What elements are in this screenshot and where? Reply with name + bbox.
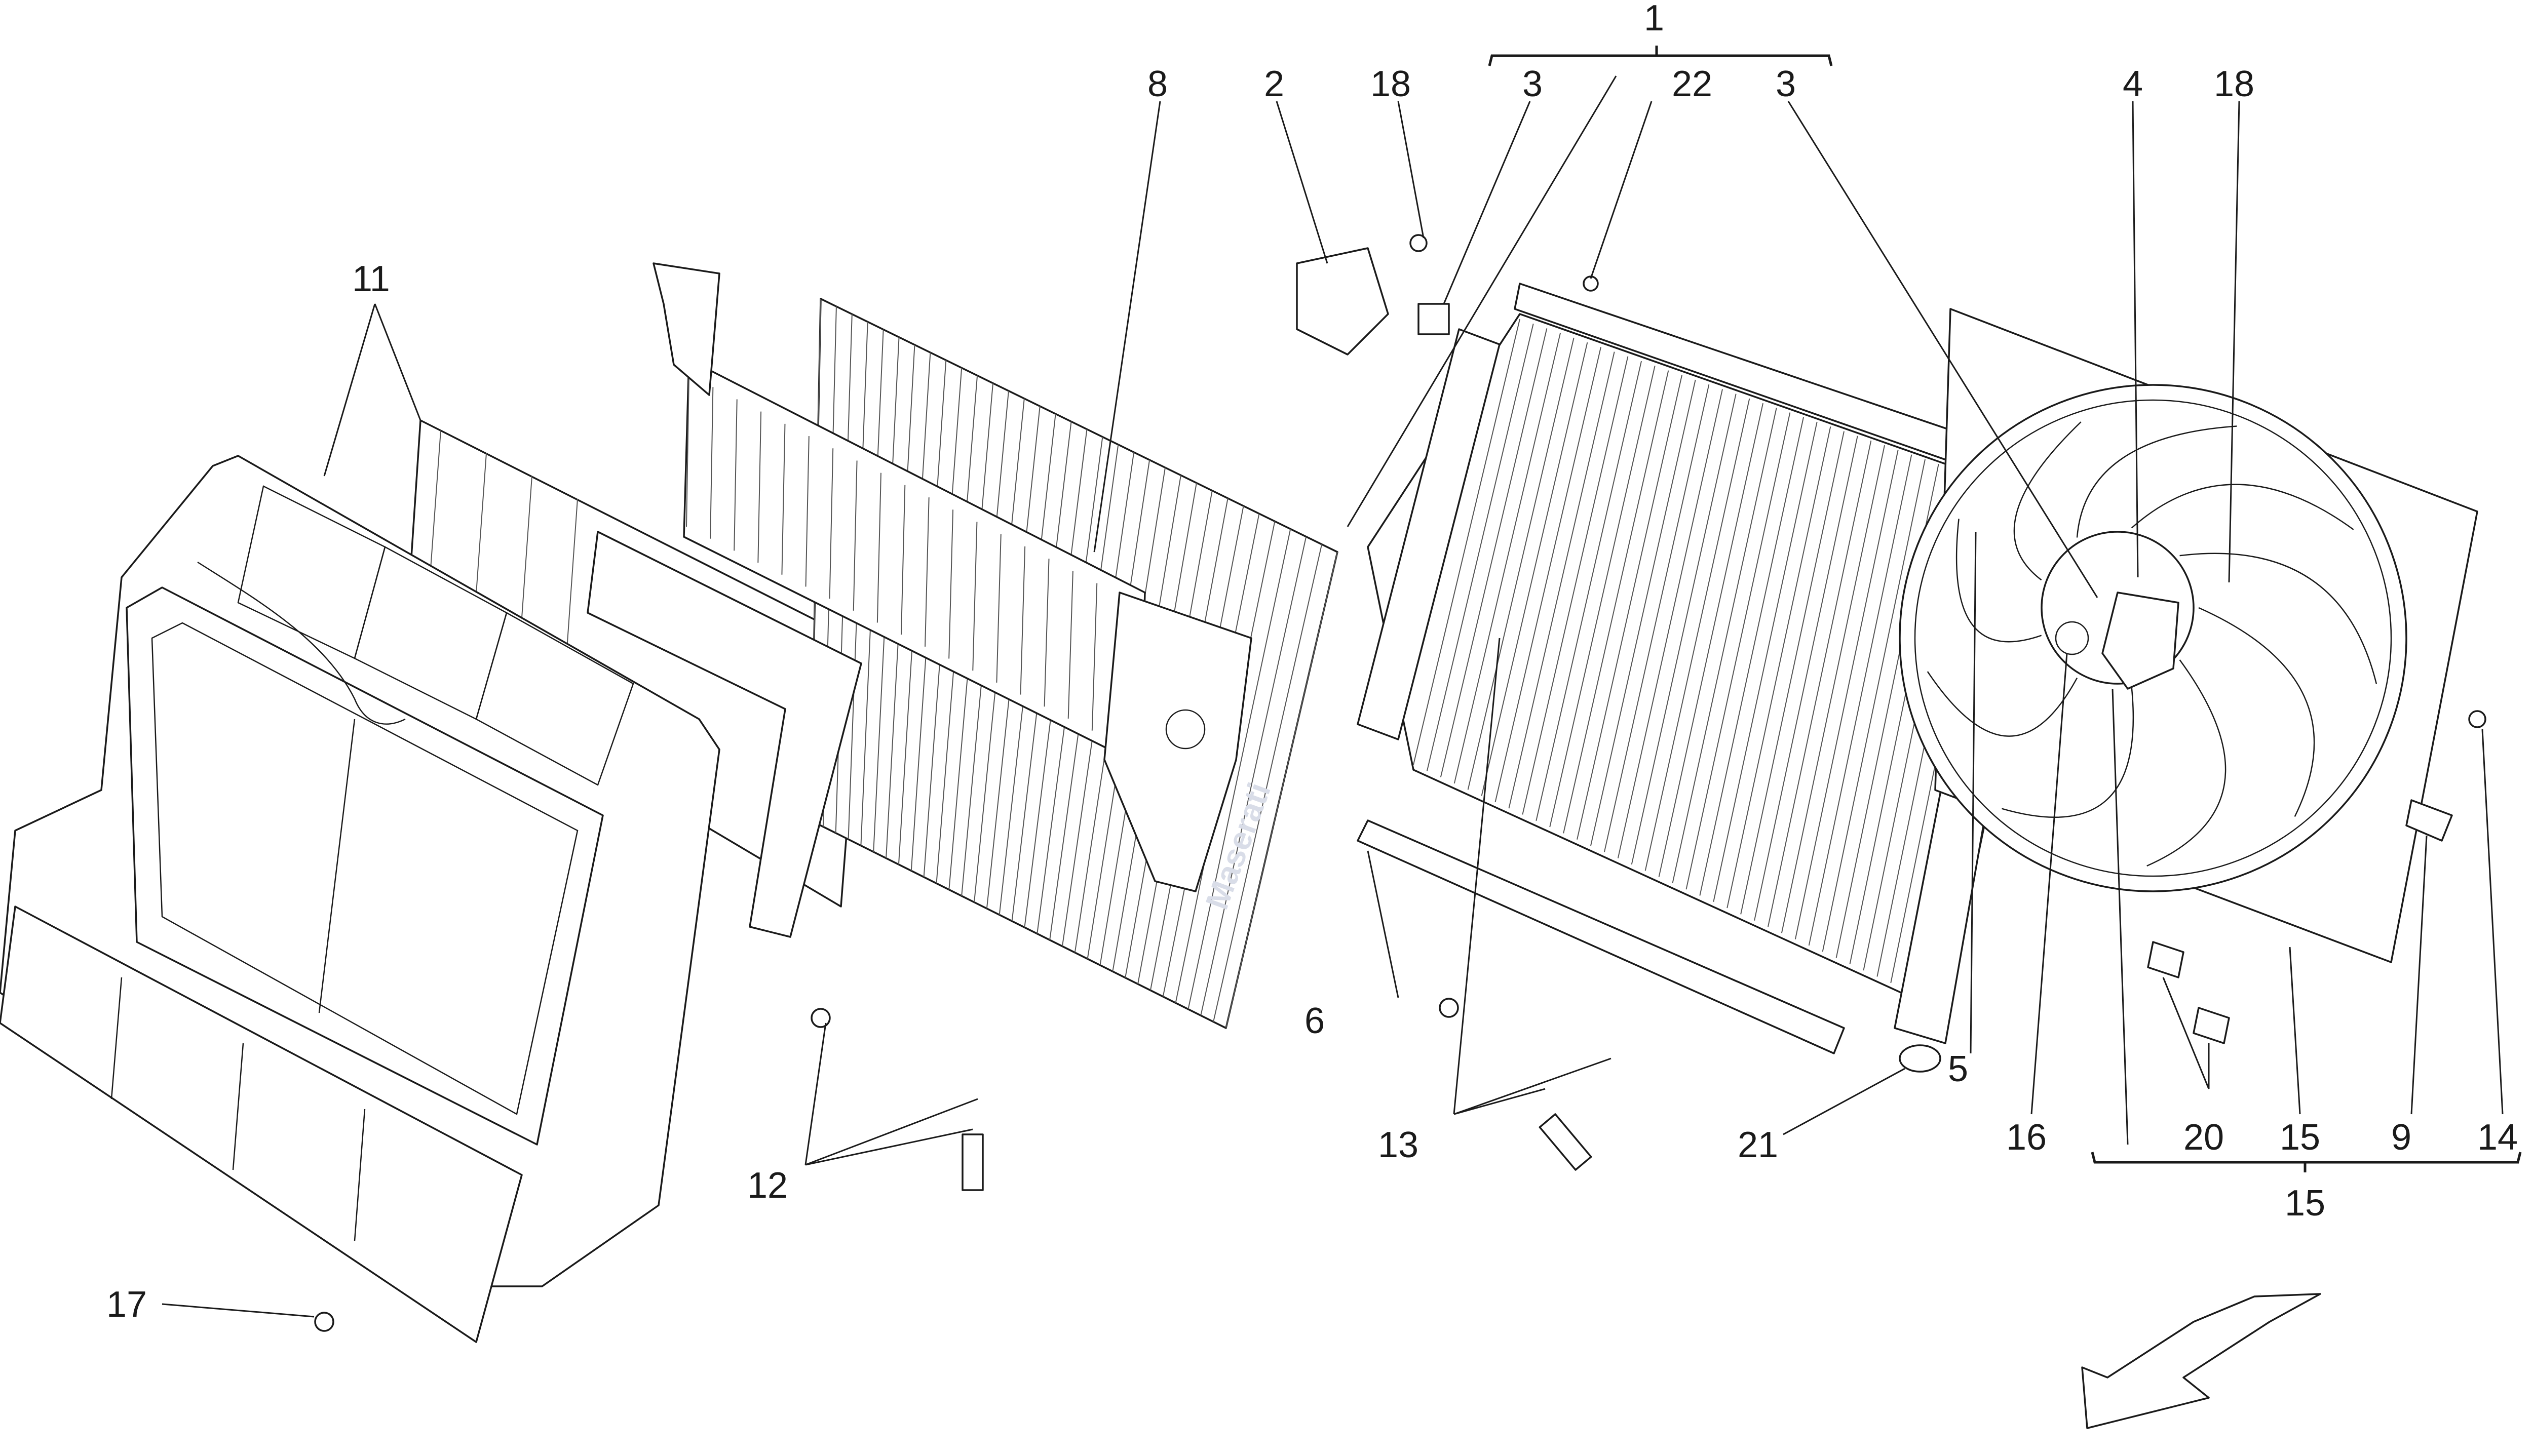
- seal-strip: [1357, 819, 1845, 1054]
- leader-lines: [162, 75, 2504, 1318]
- callout-4: 4: [2123, 64, 2143, 104]
- callout-15-group: 15: [2285, 1183, 2325, 1224]
- callout-18: 18: [2214, 64, 2254, 104]
- callout-14: 14: [2477, 1117, 2518, 1158]
- callout-21: 21: [1738, 1125, 1778, 1165]
- callout-9: 9: [2391, 1117, 2411, 1158]
- callout-15: 15: [2280, 1117, 2320, 1158]
- callout-20: 20: [2183, 1117, 2224, 1158]
- callout-labels: 1 2 3 3 4 5 6 8 9 11 12 13 14 15 15 16 1…: [106, 0, 2518, 1325]
- callout-18: 18: [1370, 64, 1411, 104]
- callout-2: 2: [1264, 64, 1284, 104]
- callout-13: 13: [1378, 1125, 1418, 1165]
- callout-3: 3: [1776, 64, 1796, 104]
- radiator: [1357, 283, 2053, 1044]
- small-hardware: [314, 234, 1941, 1332]
- callout-1: 1: [1644, 0, 1664, 38]
- callout-3: 3: [1522, 64, 1543, 104]
- callout-12: 12: [747, 1165, 788, 1206]
- callout-11: 11: [352, 259, 390, 299]
- callout-5: 5: [1948, 1049, 1968, 1089]
- front-direction-arrow-icon: [2081, 1293, 2321, 1429]
- callout-16: 16: [2006, 1117, 2047, 1158]
- condenser: [587, 262, 1338, 1029]
- fan-assembly: [1899, 308, 2486, 1044]
- air-duct-shroud: [0, 419, 862, 1343]
- callout-8: 8: [1147, 64, 1168, 104]
- callout-17: 17: [106, 1284, 147, 1325]
- callout-22: 22: [1672, 64, 1712, 104]
- group-brackets: [1488, 46, 2522, 1172]
- callout-6: 6: [1304, 1001, 1325, 1041]
